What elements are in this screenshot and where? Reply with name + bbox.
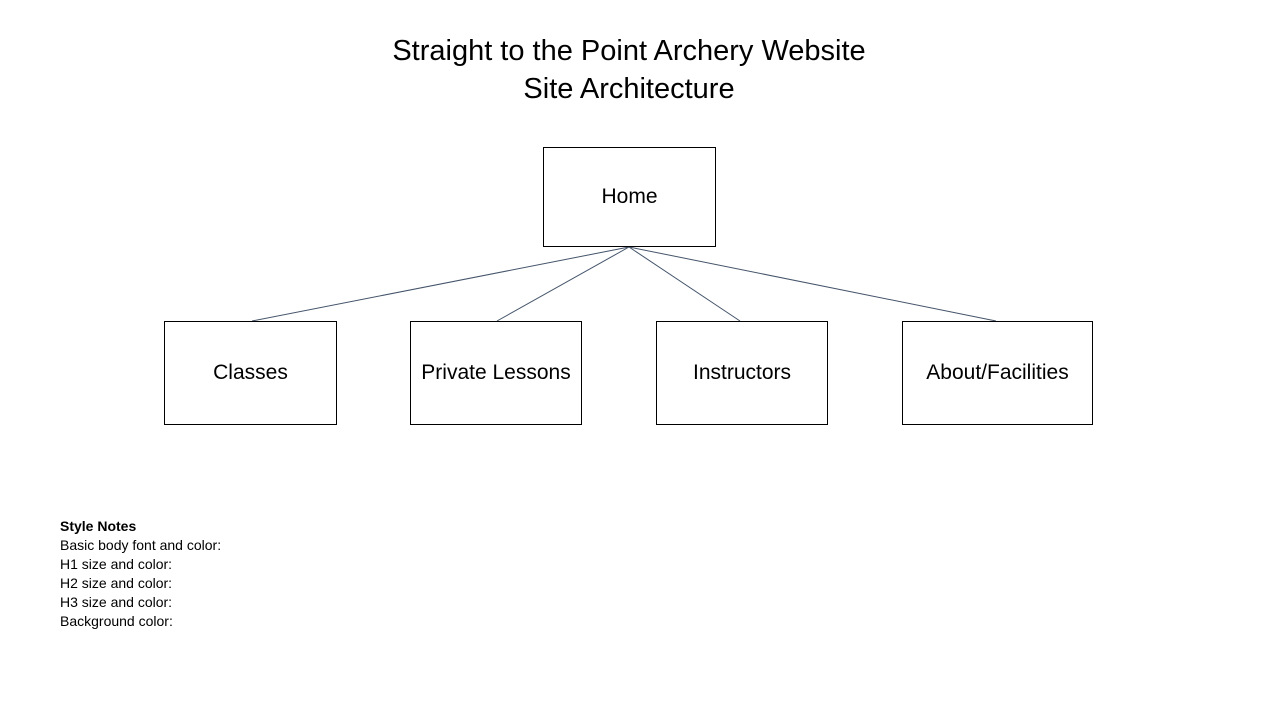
title-line-2: Site Architecture	[523, 73, 735, 105]
connector-home-instructors	[628, 246, 741, 322]
title-line-1: Straight to the Point Archery Website	[392, 35, 866, 67]
node-about-facilities: About/Facilities	[902, 321, 1093, 425]
style-note-h3: H3 size and color:	[60, 594, 173, 610]
connector-home-private-lessons	[496, 246, 630, 322]
node-about-facilities-label: About/Facilities	[926, 361, 1069, 384]
style-notes: Style Notes Basic body font and color: H…	[60, 517, 221, 631]
node-home-label: Home	[601, 185, 658, 208]
node-home: Home	[543, 147, 716, 247]
connector-home-classes	[251, 246, 630, 322]
node-classes-label: Classes	[213, 361, 288, 384]
style-notes-heading: Style Notes	[60, 518, 137, 534]
node-instructors: Instructors	[656, 321, 828, 425]
style-note-h2: H2 size and color:	[60, 575, 173, 591]
style-note-h1: H1 size and color:	[60, 556, 173, 572]
style-note-body-font: Basic body font and color:	[60, 537, 222, 553]
node-classes: Classes	[164, 321, 337, 425]
diagram-title: Straight to the Point Archery Website Si…	[0, 32, 1258, 108]
node-private-lessons: Private Lessons	[410, 321, 582, 425]
node-instructors-label: Instructors	[692, 361, 792, 384]
node-private-lessons-label: Private Lessons	[421, 361, 571, 384]
connector-home-about-facilities	[628, 246, 997, 322]
style-note-background: Background color:	[60, 613, 173, 629]
